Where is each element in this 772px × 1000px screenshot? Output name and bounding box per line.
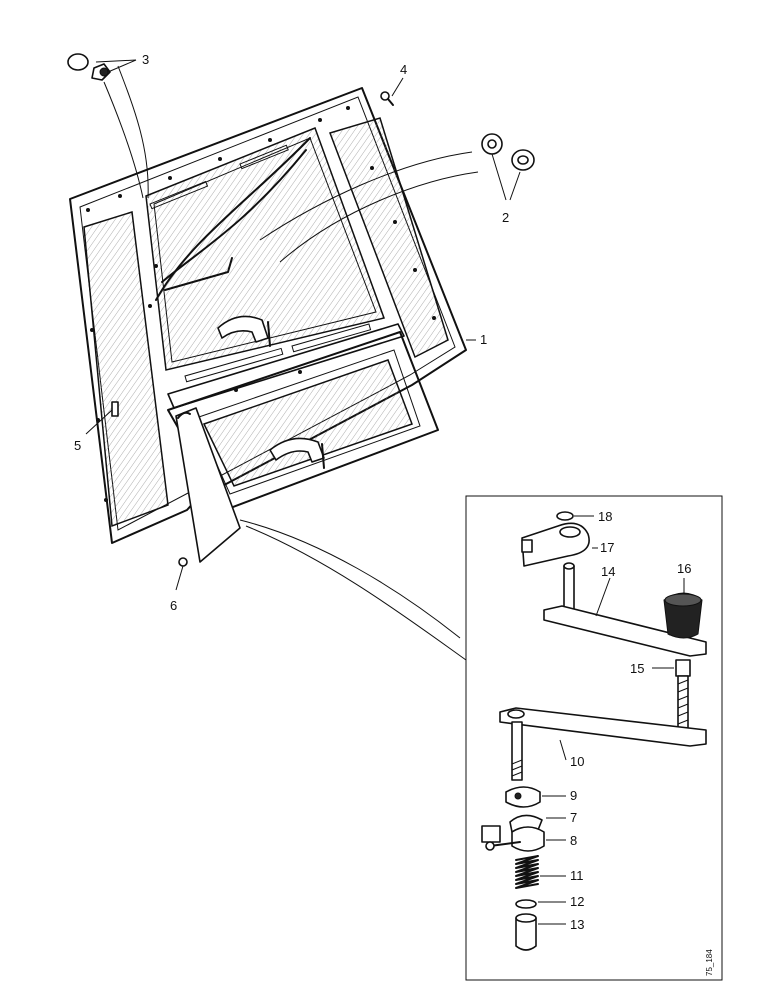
part-2-grommet [259,133,535,263]
part-18-clip [556,511,594,521]
callout-11: 11 [570,868,584,883]
callout-16: 16 [677,561,691,576]
part-16-knob [663,578,703,639]
callout-5: 5 [74,438,81,453]
part-10-arm [499,707,707,761]
callout-1: 1 [480,332,487,347]
callout-10: 10 [570,754,584,769]
part-12-washer [515,899,566,909]
callout-15: 15 [630,661,644,676]
callout-3: 3 [142,52,149,67]
callout-14: 14 [601,564,615,579]
part-7-8-housing [481,814,566,852]
right-side-glass [329,117,449,359]
part-6-screw [178,557,188,567]
detail-leaders [239,519,467,661]
drawing-code: 75_184 [705,949,714,976]
callout-6: 6 [170,598,177,613]
callout-4: 4 [400,62,407,77]
callout-18: 18 [598,509,612,524]
detail-inset [465,495,723,981]
callout-7: 7 [570,810,577,825]
lower-opening-panel [167,331,439,563]
windscreen-frame [69,87,467,544]
part-9-nut [505,786,566,808]
leader-lines [85,59,521,591]
callout-17: 17 [600,540,614,555]
part-11-spring [515,855,566,889]
callout-12: 12 [570,894,584,909]
callout-9: 9 [570,788,577,803]
part-4-screw [380,91,394,106]
callout-13: 13 [570,917,584,932]
callout-2: 2 [502,210,509,225]
spindle [511,721,523,781]
callout-8: 8 [570,833,577,848]
part-13-cap [515,913,566,951]
part-3-caps [67,53,149,199]
left-side-glass [83,211,169,528]
part-15-stud [652,659,691,733]
callout-labels: 1 2 3 4 5 6 7 8 9 10 11 12 13 14 15 16 1… [74,52,714,976]
part-5-latch [111,401,119,417]
part-14-lever [543,562,707,657]
upper-glass [145,127,385,371]
lower-glass [202,359,413,487]
part-17-crank [521,522,598,567]
